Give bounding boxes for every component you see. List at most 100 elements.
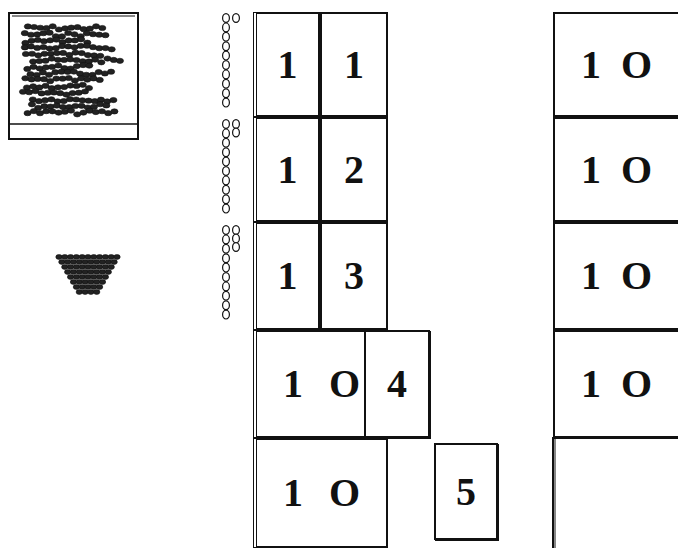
bead	[81, 89, 88, 94]
bead	[96, 275, 102, 280]
numeral: O	[621, 45, 652, 85]
bead	[70, 280, 76, 285]
bead	[76, 270, 82, 275]
bead	[96, 255, 102, 260]
board-cell: 1O	[553, 12, 678, 117]
bead	[223, 254, 230, 263]
bead	[85, 255, 91, 260]
bead	[65, 260, 71, 265]
numeral: 3	[344, 256, 364, 296]
bead	[76, 280, 82, 285]
bead	[79, 82, 86, 87]
bead	[85, 265, 91, 270]
bead-triangle	[56, 255, 120, 295]
bead	[233, 234, 240, 243]
bead	[116, 58, 123, 63]
bead	[223, 61, 230, 70]
bead	[78, 37, 85, 42]
bead	[111, 109, 118, 114]
box-outline	[9, 13, 138, 139]
board-cell: 1	[253, 222, 320, 330]
bead	[82, 290, 88, 295]
bead	[67, 255, 73, 260]
bead	[223, 51, 230, 60]
bead	[91, 265, 97, 270]
bead	[105, 270, 111, 275]
bead	[223, 157, 230, 166]
bead	[99, 280, 105, 285]
bead	[85, 275, 91, 280]
bead	[102, 255, 108, 260]
bead	[28, 102, 35, 107]
board-cell: 1O	[553, 222, 678, 330]
bead	[98, 60, 105, 65]
numeral: O	[621, 150, 652, 190]
bead	[111, 260, 117, 265]
bead	[73, 255, 79, 260]
bead	[233, 120, 240, 129]
bead	[86, 63, 93, 68]
bead	[108, 255, 114, 260]
bead	[79, 275, 85, 280]
board-cell: 1	[253, 117, 320, 222]
bead	[67, 275, 73, 280]
bead	[223, 120, 230, 129]
bead	[82, 280, 88, 285]
bead	[223, 42, 230, 51]
bead	[82, 260, 88, 265]
bead	[223, 226, 230, 235]
bead	[223, 23, 230, 32]
bead	[94, 270, 100, 275]
number-card: 4	[364, 330, 430, 438]
board-cell: 3	[320, 222, 388, 330]
bead	[223, 235, 230, 244]
numeral: 1	[283, 364, 303, 404]
bead	[107, 69, 114, 74]
bead	[88, 270, 94, 275]
bead	[65, 270, 71, 275]
bead	[79, 265, 85, 270]
bead	[82, 270, 88, 275]
numeral: 1	[581, 150, 601, 190]
bead	[223, 167, 230, 176]
numeral: 1	[278, 45, 298, 85]
bead	[223, 301, 230, 310]
numeral: 1	[581, 45, 601, 85]
bead	[99, 270, 105, 275]
bead	[108, 47, 115, 52]
numeral: O	[329, 473, 360, 513]
bead	[88, 290, 94, 295]
bead	[223, 89, 230, 98]
numeral: O	[329, 364, 360, 404]
bead	[62, 265, 68, 270]
numeral: 4	[387, 364, 407, 404]
board-cell: 1O	[553, 117, 678, 222]
bead	[49, 24, 56, 29]
bead	[88, 260, 94, 265]
bead	[70, 270, 76, 275]
bead	[223, 138, 230, 147]
numeral: 1	[278, 256, 298, 296]
bead	[108, 265, 114, 270]
numeral: 1	[283, 473, 303, 513]
bead-box	[9, 13, 138, 139]
bead	[233, 14, 240, 23]
bead	[110, 97, 117, 102]
bead	[88, 280, 94, 285]
box-front	[9, 123, 138, 125]
bead	[56, 255, 62, 260]
bead	[223, 98, 230, 107]
bead	[102, 265, 108, 270]
bead	[223, 195, 230, 204]
bead	[96, 285, 102, 290]
number-card: 5	[434, 443, 498, 540]
bead	[233, 243, 240, 252]
board-cell: 1	[320, 12, 388, 117]
bead	[223, 79, 230, 88]
board-cell: 1O	[553, 330, 678, 438]
bead	[223, 263, 230, 272]
bead	[233, 226, 240, 235]
bead	[67, 265, 73, 270]
bead	[67, 108, 74, 113]
bead-bars	[223, 14, 240, 319]
